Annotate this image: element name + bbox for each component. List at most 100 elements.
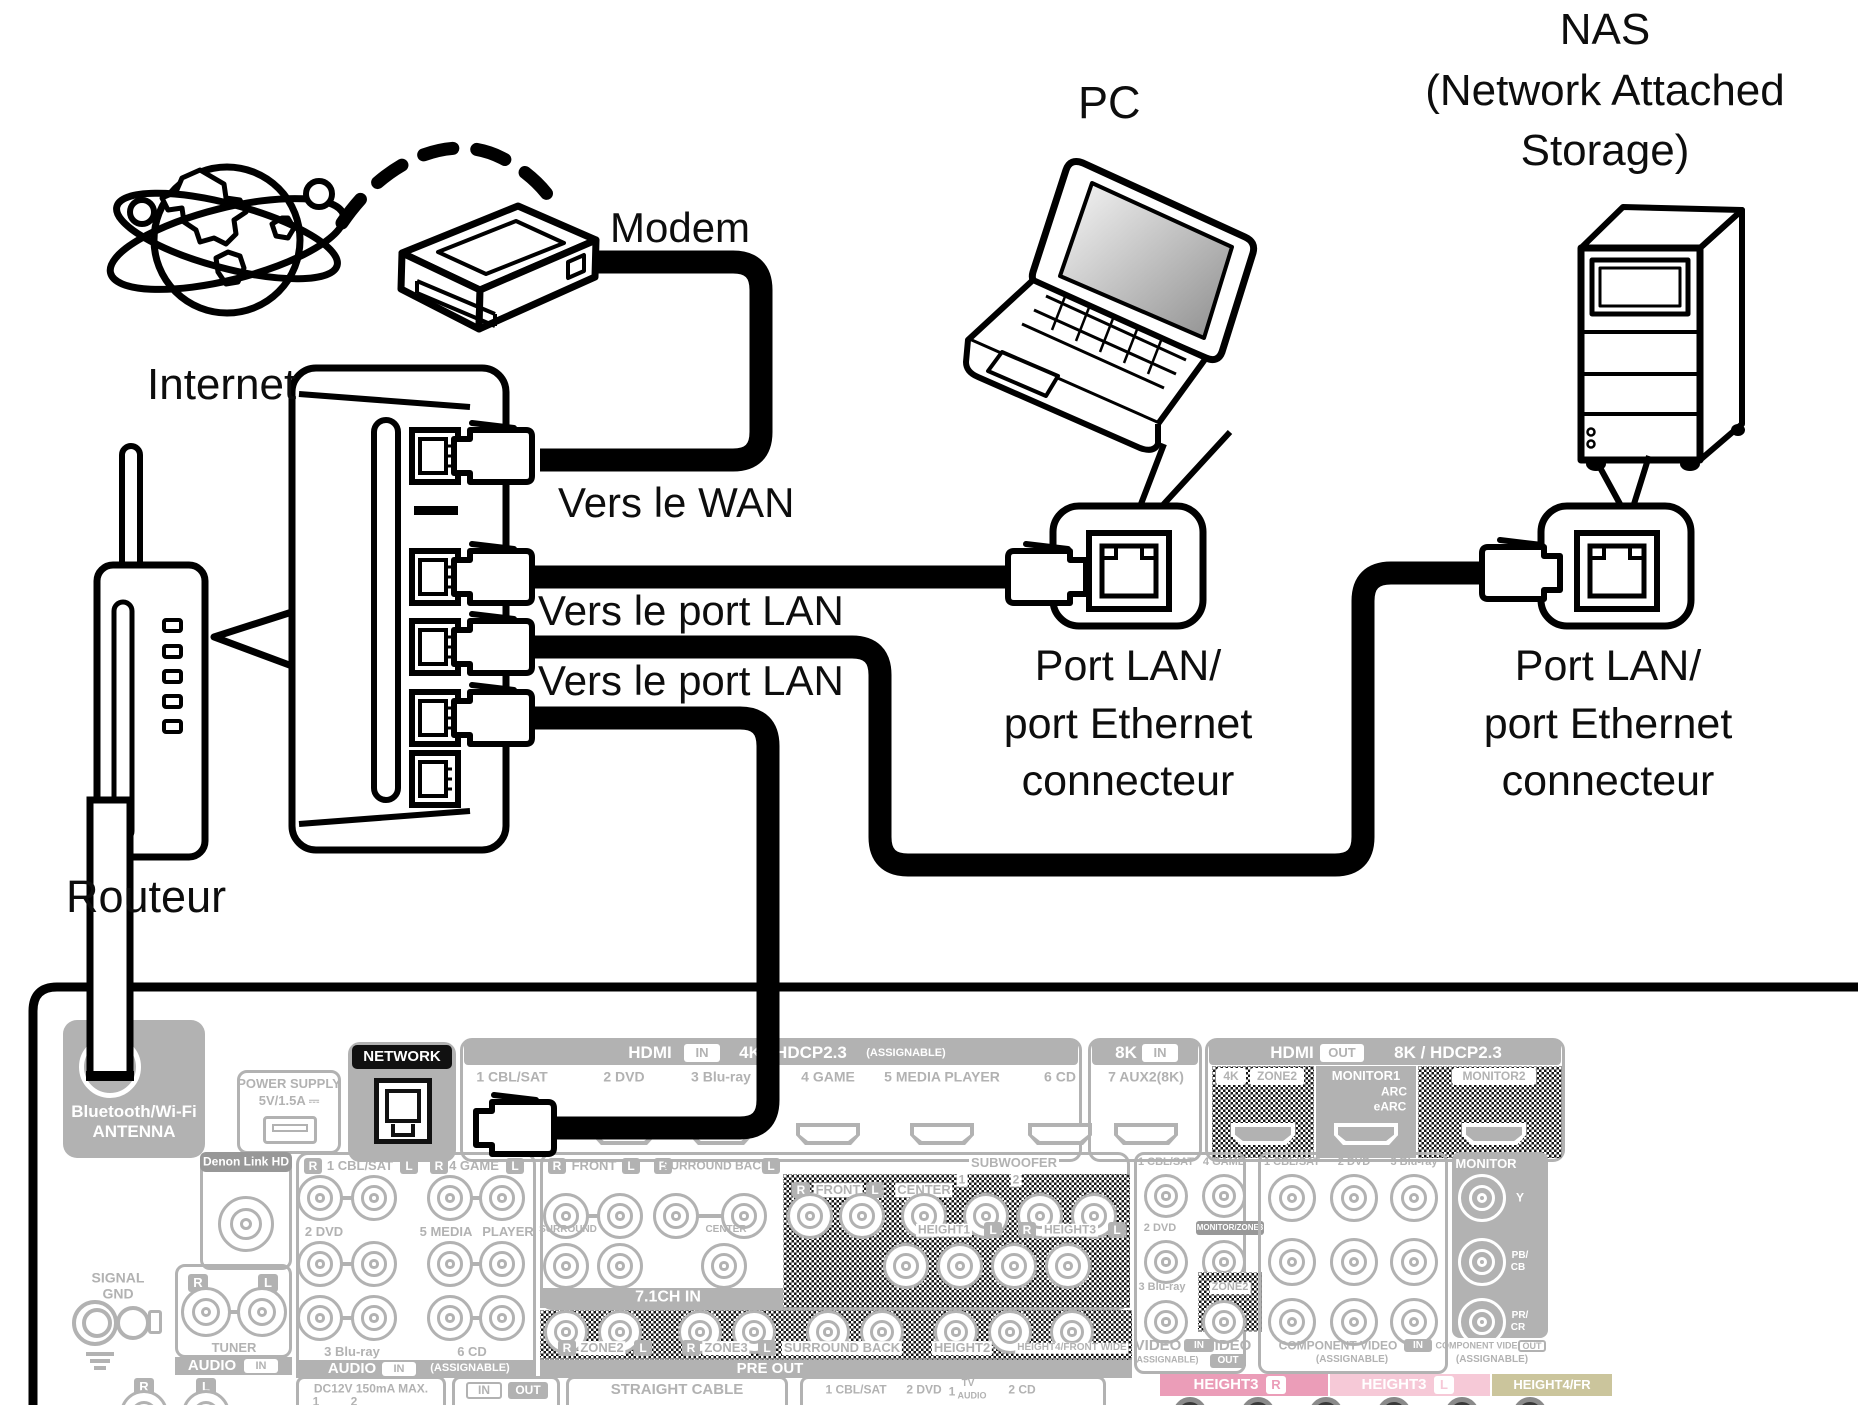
panel-label: POWER SUPPLY xyxy=(237,1076,341,1092)
rca-center xyxy=(1348,1316,1360,1328)
hdmi-port-inner xyxy=(914,1127,970,1141)
rca-center xyxy=(951,1327,961,1337)
hdmi-port xyxy=(1028,1123,1092,1145)
hdmi-port-inner xyxy=(1032,1127,1088,1141)
rca-center xyxy=(739,1211,749,1221)
panel-label: TUNER xyxy=(211,1340,257,1356)
panel-label: SIGNAL xyxy=(91,1269,145,1286)
panel-label: HEIGHT4/FR xyxy=(1513,1377,1591,1393)
rca-connector xyxy=(701,1243,747,1289)
panel-label: 1 xyxy=(956,1172,968,1187)
panel-label: 8K / HDCP2.3 xyxy=(1394,1043,1502,1063)
panel-label: 1 xyxy=(312,1394,320,1405)
speaker-post xyxy=(1377,1397,1411,1405)
panel-tag: L xyxy=(1108,1222,1126,1238)
panel-label: 5 MEDIA PLAYER xyxy=(884,1068,1000,1085)
panel-label: 4 GAME xyxy=(801,1068,855,1085)
hdmi-port-inner xyxy=(484,1127,540,1141)
rca-center xyxy=(1219,1317,1229,1327)
rca-center xyxy=(445,1259,455,1269)
panel-label: Y xyxy=(1515,1190,1525,1205)
rca-center xyxy=(1348,1256,1360,1268)
panel-tag: OUT xyxy=(1210,1354,1246,1368)
panel-label: ZONE2 xyxy=(578,1340,626,1356)
rca-center xyxy=(561,1211,571,1221)
rca-connector xyxy=(1202,1174,1246,1218)
panel-bar xyxy=(94,1366,106,1370)
panel-tag: L xyxy=(622,1158,640,1174)
rca-center xyxy=(1476,1192,1488,1204)
rca-connector xyxy=(839,1193,885,1239)
panel-tag: IN xyxy=(244,1359,278,1373)
panel-label: 2 CD xyxy=(1008,1382,1036,1397)
panel-label: 2 DVD xyxy=(1143,1222,1177,1235)
panel-tag: 4K xyxy=(1216,1068,1246,1085)
panel-label: 1 xyxy=(948,1384,956,1399)
panel-label: PR/ xyxy=(1511,1309,1529,1321)
panel-label: SURROUND BACK xyxy=(781,1340,903,1356)
hdmi-port xyxy=(480,1123,544,1145)
panel-label: 2 DVD xyxy=(603,1068,645,1085)
hdmi-port-inner xyxy=(693,1127,749,1141)
rca-connector xyxy=(297,1295,343,1341)
panel-bar xyxy=(90,1359,110,1363)
panel-tag: OUT xyxy=(1320,1044,1364,1062)
rca-center xyxy=(671,1211,681,1221)
rca-center xyxy=(315,1259,325,1269)
panel-label: 6 CD xyxy=(1044,1068,1076,1085)
panel-tag: R xyxy=(1018,1222,1036,1238)
hdmi-port xyxy=(1462,1123,1526,1145)
panel-label: CB xyxy=(1510,1261,1526,1273)
hdmi-port-inner xyxy=(596,1127,652,1141)
rca-connector xyxy=(479,1295,525,1341)
panel-label: ZONE2 xyxy=(1209,1281,1251,1294)
panel-label: HEIGHT4/FRONT WIDE xyxy=(1015,1341,1129,1354)
panel-label: FRONT xyxy=(571,1158,617,1174)
panel-tag: L xyxy=(984,1222,1002,1238)
panel-label: 7 AUX2(8K) xyxy=(1108,1068,1184,1085)
panel-circle xyxy=(79,1036,141,1098)
panel-label: 4 GAME xyxy=(449,1158,499,1174)
hdmi-port xyxy=(592,1123,656,1145)
hdmi-port xyxy=(1114,1123,1178,1145)
rca-center xyxy=(1286,1316,1298,1328)
rca-center xyxy=(1005,1327,1015,1337)
panel-label: 3 Blu-ray xyxy=(691,1068,751,1085)
panel-bar xyxy=(86,1352,114,1356)
nas-label-line3: Storage) xyxy=(1520,126,1690,176)
hdmi-port xyxy=(1231,1123,1295,1145)
rca-center xyxy=(955,1261,965,1271)
panel-label: GND xyxy=(102,1285,134,1302)
rca-center xyxy=(1089,1211,1099,1221)
panel-label: HEIGHT3 xyxy=(1041,1222,1099,1237)
panel-tag: OUT xyxy=(1518,1340,1546,1352)
modem-label: Modem xyxy=(610,204,751,251)
panel-label: 3 Blu-ray xyxy=(1138,1281,1186,1294)
rca-connector xyxy=(1144,1240,1188,1284)
pc-lan-port-label-line1: Port LAN/ xyxy=(1034,642,1222,690)
rca-center xyxy=(1009,1261,1019,1271)
panel-label: (ASSIGNABLE) xyxy=(866,1047,946,1060)
rca-connector xyxy=(297,1241,343,1287)
panel-tag: L xyxy=(506,1158,524,1174)
hdmi-port-inner xyxy=(1466,1127,1522,1141)
rca-connector xyxy=(1144,1174,1188,1218)
rca-connector xyxy=(937,1243,983,1289)
rca-connector xyxy=(120,1390,168,1405)
rca-center xyxy=(1476,1256,1488,1268)
rca-center xyxy=(877,1327,887,1337)
speaker-post xyxy=(1309,1397,1343,1405)
usb-port xyxy=(263,1116,317,1144)
rca-connector xyxy=(479,1175,525,1221)
panel-label: 1 CBL/SAT xyxy=(476,1068,548,1085)
panel-tag: OUT xyxy=(508,1382,548,1399)
rca-connector xyxy=(182,1390,230,1405)
panel-tag: IN xyxy=(1142,1044,1178,1062)
hdmi-port-inner xyxy=(1338,1127,1394,1141)
hdmi-port-inner xyxy=(800,1127,856,1141)
panel-label: TV xyxy=(961,1377,975,1389)
panel-label: DC12V 150mA MAX. xyxy=(313,1381,429,1396)
rca-center xyxy=(1035,1211,1045,1221)
panel-label: SURROUND BACK xyxy=(662,1158,770,1173)
